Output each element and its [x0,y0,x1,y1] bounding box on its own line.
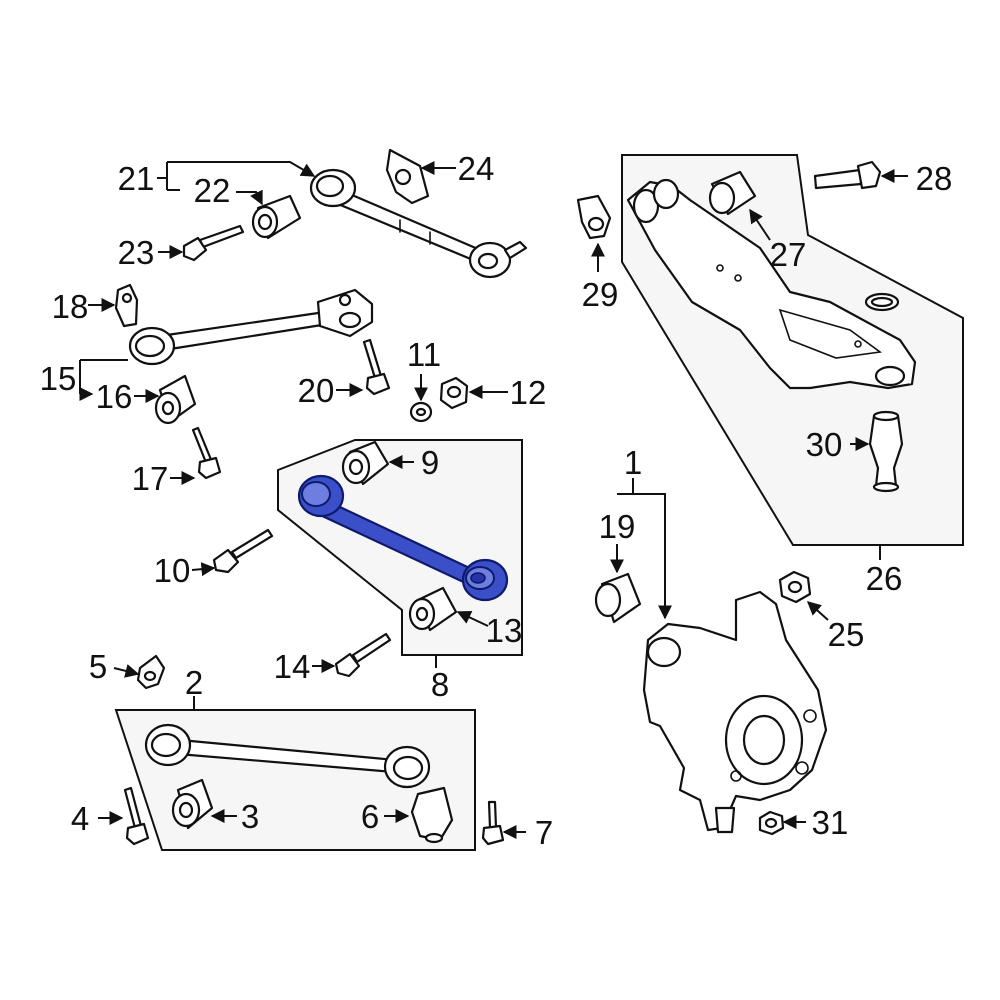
bushing-9 [341,440,390,486]
bracket-29 [576,194,612,240]
callout-1: 1 [624,444,642,481]
washer-subframe [864,292,900,312]
bushing-13 [408,586,458,632]
nut-31 [758,810,785,836]
callout-15: 15 [40,360,77,397]
callout-21: 21 [118,160,155,197]
highlighted-link-8 [297,474,509,602]
mount-30 [868,410,904,493]
bushing-22 [251,194,302,240]
callout-26: 26 [866,560,903,597]
callout-11: 11 [407,336,441,373]
bracket-24 [385,148,430,205]
bolt-23 [182,224,245,262]
callout-3: 3 [241,798,259,835]
bolt-4 [123,786,150,846]
callout-labels: 1 2 3 4 5 6 7 8 9 10 11 12 13 14 15 16 1… [40,150,953,851]
washer-11 [409,401,433,423]
callout-4: 4 [71,800,89,837]
bolt-14 [334,632,392,678]
bolt-17 [191,426,222,480]
bolt-28 [813,160,882,190]
callout-8: 8 [431,666,449,703]
bushing-3 [171,778,214,830]
callout-12: 12 [510,374,547,411]
nut-25 [778,570,812,604]
callout-5: 5 [89,648,107,685]
callout-13: 13 [486,612,523,649]
callout-28: 28 [916,160,953,197]
callout-20: 20 [298,372,335,409]
callout-18: 18 [52,288,89,325]
bracket-18 [114,283,139,328]
callout-2: 2 [185,664,203,701]
subframe-26 [626,178,917,390]
callout-27: 27 [770,236,807,273]
callout-14: 14 [274,648,311,685]
knuckle-1 [642,590,828,834]
callout-25: 25 [828,616,865,653]
bolt-7 [481,800,505,846]
callout-30: 30 [806,426,843,463]
link-2 [144,723,431,789]
callout-24: 24 [458,150,495,187]
bolt-10 [212,528,274,574]
stud-5 [136,654,166,690]
leader-lines [80,161,908,839]
nut-12 [439,376,469,410]
callout-16: 16 [96,378,133,415]
bushing-19 [594,572,642,624]
callout-7: 7 [535,814,553,851]
callout-31: 31 [812,804,849,841]
callout-29: 29 [582,276,619,313]
callout-9: 9 [421,444,439,481]
bushing-27 [708,170,757,216]
callout-19: 19 [599,508,636,545]
callout-22: 22 [194,172,231,209]
callout-17: 17 [132,460,169,497]
bushing-6 [410,786,454,844]
bushing-16 [154,374,197,425]
callout-10: 10 [154,552,191,589]
callout-23: 23 [118,234,155,271]
bolt-20 [362,338,391,396]
link-15 [128,288,374,366]
callout-6: 6 [361,798,379,835]
